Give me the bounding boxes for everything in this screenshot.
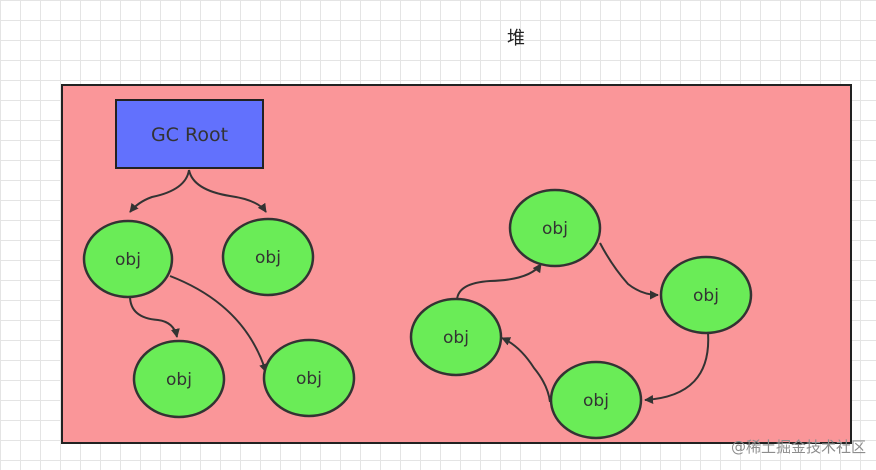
edge-cycle-top-to-cycle-right bbox=[599, 242, 659, 300]
edge-root-to-reachable-2 bbox=[188, 169, 267, 213]
obj-label: obj bbox=[296, 369, 322, 389]
edge-reachable-1-to-reachable-3 bbox=[129, 295, 180, 338]
edges-layer bbox=[129, 169, 710, 405]
obj-node-reachable-2: obj bbox=[221, 217, 315, 297]
edge-cycle-left-to-cycle-top bbox=[456, 263, 542, 301]
watermark-text: @稀土掘金技术社区 bbox=[730, 438, 866, 456]
obj-node-reachable-3: obj bbox=[132, 339, 226, 419]
gc-root-node: GC Root bbox=[115, 99, 264, 169]
gc-root-label: GC Root bbox=[151, 124, 228, 146]
obj-label: obj bbox=[255, 248, 281, 268]
obj-node-reachable-1: obj bbox=[82, 219, 174, 299]
obj-node-cycle-bottom: obj bbox=[549, 360, 643, 440]
obj-label: obj bbox=[583, 391, 609, 411]
obj-label: obj bbox=[443, 328, 469, 348]
obj-label: obj bbox=[166, 370, 192, 390]
obj-label: obj bbox=[115, 250, 141, 270]
nodes-layer: obj obj obj obj obj obj obj obj bbox=[82, 188, 753, 440]
obj-node-cycle-right: obj bbox=[659, 255, 753, 335]
obj-label: obj bbox=[693, 286, 719, 306]
edge-cycle-bottom-to-cycle-left bbox=[501, 337, 551, 403]
edge-reachable-1-to-reachable-4 bbox=[169, 275, 268, 373]
heap-title: 堆 bbox=[507, 28, 525, 49]
edge-root-to-reachable-1 bbox=[129, 169, 190, 213]
obj-node-cycle-top: obj bbox=[508, 188, 602, 268]
obj-node-reachable-4: obj bbox=[262, 338, 356, 418]
obj-label: obj bbox=[542, 219, 568, 239]
edge-cycle-right-to-cycle-bottom bbox=[644, 332, 710, 405]
obj-node-cycle-left: obj bbox=[409, 297, 503, 377]
